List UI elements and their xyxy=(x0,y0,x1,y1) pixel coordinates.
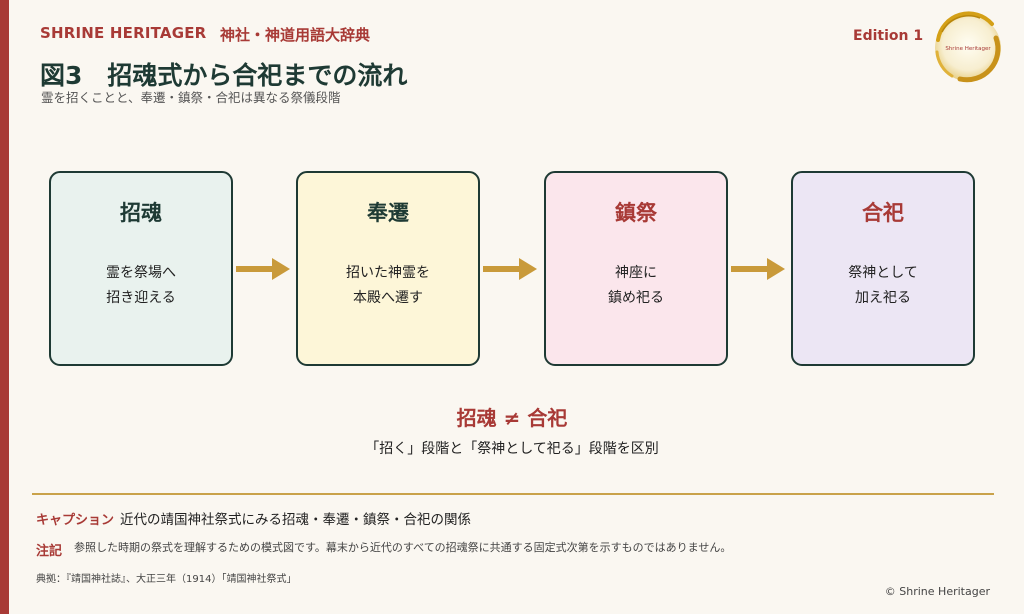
shrine-heritager-logo: Shrine Heritager xyxy=(935,11,1001,83)
note-text: 参照した時期の祭式を理解するための模式図です。幕末から近代のすべての招魂祭に共通… xyxy=(74,541,732,554)
step-desc-line: 招き迎える xyxy=(106,290,176,306)
step-title: 合祀 xyxy=(862,201,904,225)
step-box-shokon: 招魂 霊を祭場へ 招き迎える xyxy=(49,171,233,366)
step-description: 招いた神霊を 本殿へ遷す xyxy=(298,261,478,311)
copyright-text: © Shrine Heritager xyxy=(884,585,990,598)
figure-title: 図3 招魂式から合祀までの流れ xyxy=(40,61,408,90)
arrow-right-icon xyxy=(483,258,537,280)
edition-label: Edition 1 xyxy=(853,28,924,44)
dictionary-name: 神社・神道用語大辞典 xyxy=(220,26,371,44)
step-description: 神座に 鎮め祀る xyxy=(546,261,726,311)
step-description: 霊を祭場へ 招き迎える xyxy=(51,261,231,311)
source-citation: 典拠：『靖国神社誌』、大正三年（1914）「靖国神社祭式」 xyxy=(36,574,297,585)
arrow-right-icon xyxy=(731,258,785,280)
step-desc-line: 鎮め祀る xyxy=(608,290,664,306)
step-desc-line: 祭神として xyxy=(848,265,918,281)
step-desc-line: 霊を祭場へ xyxy=(106,265,176,281)
step-desc-line: 本殿へ遷す xyxy=(353,290,423,306)
step-desc-line: 招いた神霊を xyxy=(346,265,430,281)
relation-heading: 招魂 ≠ 合祀 xyxy=(456,406,568,430)
step-title: 奉遷 xyxy=(367,201,409,225)
brand-name: SHRINE HERITAGER xyxy=(40,24,207,42)
divider-line xyxy=(32,493,994,495)
step-title: 招魂 xyxy=(120,201,162,225)
arrow-right-icon xyxy=(236,258,290,280)
note-label: 注記 xyxy=(36,544,63,559)
step-desc-line: 加え祀る xyxy=(855,290,911,306)
caption-label: キャプション xyxy=(36,513,115,528)
logo-text: Shrine Heritager xyxy=(945,46,991,52)
step-title: 鎮祭 xyxy=(615,201,657,225)
step-box-chinsai: 鎮祭 神座に 鎮め祀る xyxy=(544,171,728,366)
step-box-goshi: 合祀 祭神として 加え祀る xyxy=(791,171,975,366)
figure-subtitle: 霊を招くことと、奉遷・鎮祭・合祀は異なる祭儀段階 xyxy=(41,90,341,105)
step-box-hosen: 奉遷 招いた神霊を 本殿へ遷す xyxy=(296,171,480,366)
step-desc-line: 神座に xyxy=(615,265,657,281)
left-accent-bar xyxy=(0,0,9,614)
caption-text: 近代の靖国神社祭式にみる招魂・奉遷・鎮祭・合祀の関係 xyxy=(120,512,471,528)
relation-text: 「招く」段階と「祭神として祀る」段階を区別 xyxy=(365,441,659,457)
step-description: 祭神として 加え祀る xyxy=(793,261,973,311)
